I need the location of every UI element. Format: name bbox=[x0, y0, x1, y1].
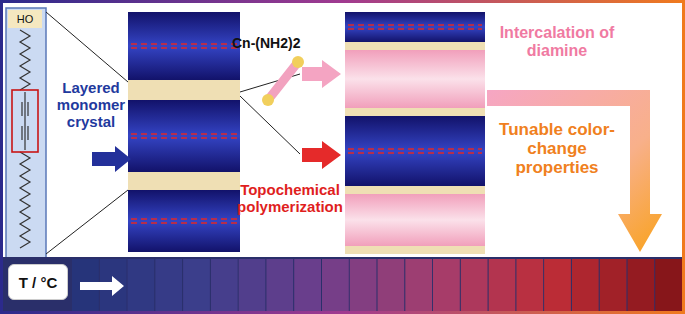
alkyl-chain bbox=[20, 152, 30, 248]
triple-bonds bbox=[22, 92, 28, 150]
stage-label: Layered monomer crystal bbox=[50, 80, 132, 130]
polymer-line bbox=[131, 47, 237, 49]
color-swatch bbox=[350, 259, 377, 312]
layer-band bbox=[128, 12, 240, 80]
color-swatch bbox=[155, 259, 182, 312]
color-swatch bbox=[516, 259, 543, 312]
color-swatch bbox=[378, 259, 405, 312]
layer-band bbox=[128, 172, 240, 190]
layer-band bbox=[128, 100, 240, 172]
diamine-molecule bbox=[262, 56, 304, 106]
diacetylene-box bbox=[12, 90, 38, 152]
pink-arrow bbox=[302, 60, 341, 88]
molecule-label: Cn-(NH2)2 bbox=[232, 36, 300, 52]
process-label: Topochemical polymerization bbox=[236, 182, 344, 216]
color-swatch bbox=[405, 259, 432, 312]
monomer-molecule bbox=[6, 8, 46, 258]
color-swatch bbox=[433, 259, 460, 312]
color-strip-ground bbox=[0, 257, 685, 314]
layer-band bbox=[128, 80, 240, 100]
expansion-lines bbox=[46, 12, 300, 254]
color-swatch bbox=[572, 259, 599, 312]
red-arrow bbox=[302, 141, 341, 169]
color-swatch bbox=[266, 259, 293, 312]
node-text: T / °C bbox=[19, 274, 58, 291]
layer-band bbox=[345, 194, 485, 246]
process-arrow bbox=[487, 90, 662, 252]
result-label: Tunable color-change properties bbox=[488, 120, 626, 177]
polymer-line bbox=[348, 152, 482, 154]
blue-arrow bbox=[92, 146, 131, 172]
polymer-line bbox=[131, 43, 237, 45]
node-text: HO bbox=[17, 13, 34, 25]
color-swatch bbox=[628, 259, 655, 312]
molecule-frame bbox=[6, 8, 46, 258]
alkyl-chain bbox=[20, 30, 30, 90]
layer-band bbox=[345, 246, 485, 254]
layer-band bbox=[345, 116, 485, 186]
polymer-line bbox=[348, 24, 482, 26]
layer-band bbox=[345, 186, 485, 194]
color-swatch bbox=[128, 259, 155, 312]
layer-band bbox=[345, 108, 485, 116]
layer-band bbox=[345, 12, 485, 42]
carboxyl-box: HO bbox=[8, 10, 42, 28]
color-swatch bbox=[489, 259, 516, 312]
color-swatch bbox=[239, 259, 266, 312]
color-swatch bbox=[211, 259, 238, 312]
color-swatch bbox=[461, 259, 488, 312]
process-label: Intercalation of diamine bbox=[490, 24, 624, 60]
color-swatch bbox=[544, 259, 571, 312]
layer-band bbox=[345, 42, 485, 50]
color-swatches bbox=[72, 259, 682, 312]
temperature-box: T / °C bbox=[8, 264, 68, 300]
color-swatch bbox=[600, 259, 627, 312]
polymer-line bbox=[348, 28, 482, 30]
color-swatch bbox=[294, 259, 321, 312]
layer-band bbox=[345, 50, 485, 108]
temperature-arrow bbox=[80, 276, 124, 296]
polymer-line bbox=[131, 133, 237, 135]
polymer-line bbox=[131, 222, 237, 224]
color-swatch bbox=[322, 259, 349, 312]
layer-band bbox=[128, 190, 240, 252]
polymer-line bbox=[131, 137, 237, 139]
crystal-layers bbox=[128, 12, 485, 254]
color-swatch bbox=[183, 259, 210, 312]
polymer-line bbox=[131, 218, 237, 220]
color-swatch bbox=[655, 259, 682, 312]
polymer-line bbox=[348, 148, 482, 150]
